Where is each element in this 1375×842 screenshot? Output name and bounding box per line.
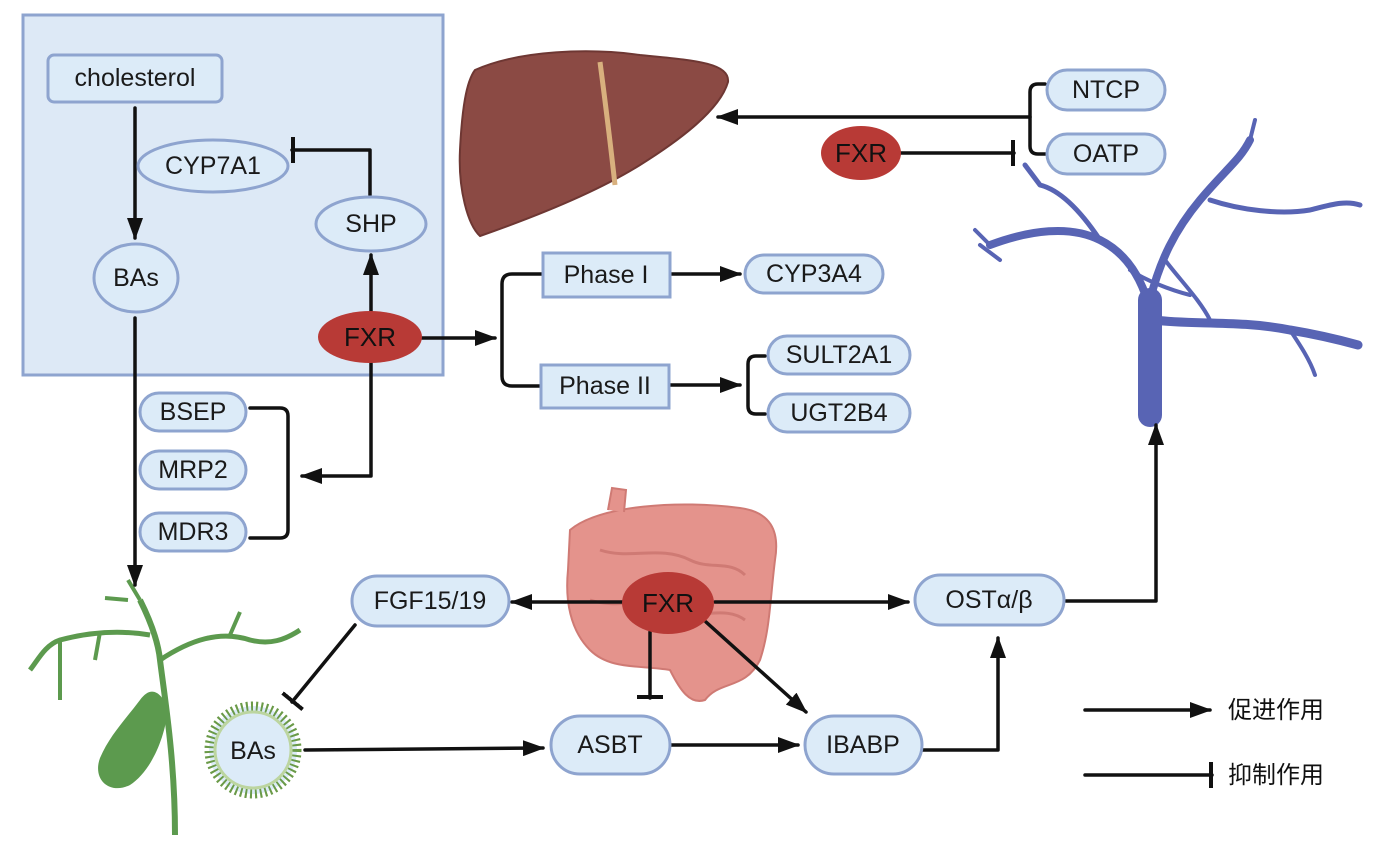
phase1-label: Phase I bbox=[564, 261, 649, 289]
bile-acid-vesicle-ring bbox=[213, 710, 293, 790]
node-phase1: Phase I bbox=[541, 251, 672, 299]
bracket-phase bbox=[500, 272, 544, 388]
arrow-bas-to-asbt bbox=[303, 740, 545, 757]
node-cyp7a1: CYP7A1 bbox=[136, 138, 290, 194]
portal-vein-illustration bbox=[973, 118, 1363, 427]
arrow-fxr-to-transporters bbox=[300, 360, 373, 484]
node-fgf: FGF15/19 bbox=[350, 574, 511, 628]
node-fxr-portal: FXR bbox=[821, 126, 901, 180]
arrow-ibabp-to-ost bbox=[920, 636, 1006, 752]
fxr-liver-label: FXR bbox=[344, 322, 396, 352]
node-oatp: OATP bbox=[1045, 132, 1167, 176]
node-fxr-intestine: FXR bbox=[622, 572, 714, 634]
gallbladder-illustration bbox=[28, 578, 302, 836]
bile-acid-vesicle bbox=[204, 701, 302, 799]
node-sult2a1: SULT2A1 bbox=[766, 334, 912, 376]
node-cholesterol: cholesterol bbox=[46, 53, 224, 104]
phase2-label: Phase II bbox=[559, 372, 651, 400]
node-bas-vesicle: BAs bbox=[230, 737, 276, 765]
oatp-label: OATP bbox=[1073, 140, 1139, 168]
inhibit-shp-cyp7a1 bbox=[290, 137, 372, 197]
inhibit-fgf-bas bbox=[281, 623, 357, 712]
mrp2-label: MRP2 bbox=[158, 456, 227, 484]
cyp7a1-label: CYP7A1 bbox=[165, 152, 261, 180]
node-ugt2b4: UGT2B4 bbox=[766, 392, 912, 434]
bracket-ntcp-oatp bbox=[1028, 82, 1047, 156]
node-phase2: Phase II bbox=[539, 363, 671, 410]
node-ost: OSTα/β bbox=[913, 573, 1066, 627]
sult2a1-label: SULT2A1 bbox=[786, 341, 893, 369]
node-asbt: ASBT bbox=[549, 714, 672, 776]
ntcp-label: NTCP bbox=[1072, 76, 1140, 104]
fgf-label: FGF15/19 bbox=[374, 587, 487, 615]
node-bsep: BSEP bbox=[138, 391, 248, 433]
cyp3a4-label: CYP3A4 bbox=[766, 260, 862, 288]
fxr-portal-label: FXR bbox=[835, 138, 887, 168]
bas-vesicle-label: BAs bbox=[230, 737, 276, 765]
arrow-fxr-to-ibabp bbox=[704, 620, 808, 714]
bracket-sult-ugt bbox=[746, 354, 767, 416]
node-ibabp: IBABP bbox=[803, 714, 924, 776]
bsep-label: BSEP bbox=[160, 398, 227, 426]
shp-label: SHP bbox=[345, 210, 396, 238]
arrow-ost-to-vein bbox=[1064, 423, 1164, 603]
node-fxr-liver: FXR bbox=[318, 311, 422, 363]
liver-illustration bbox=[458, 50, 730, 238]
legend-inhibit-label: 抑制作用 bbox=[1228, 761, 1324, 789]
node-mdr3: MDR3 bbox=[138, 511, 248, 553]
ibabp-label: IBABP bbox=[826, 731, 900, 759]
bas-liver-label: BAs bbox=[113, 264, 159, 292]
legend: 促进作用 抑制作用 bbox=[1083, 696, 1324, 789]
node-shp: SHP bbox=[314, 195, 428, 253]
ost-label: OSTα/β bbox=[945, 586, 1032, 614]
node-ntcp: NTCP bbox=[1045, 68, 1167, 112]
ugt2b4-label: UGT2B4 bbox=[790, 399, 887, 427]
node-mrp2: MRP2 bbox=[138, 449, 248, 491]
node-cyp3a4: CYP3A4 bbox=[743, 253, 885, 295]
cholesterol-label: cholesterol bbox=[75, 64, 196, 92]
asbt-label: ASBT bbox=[577, 731, 642, 759]
fxr-intestine-label: FXR bbox=[642, 588, 694, 618]
bracket-transporters bbox=[248, 406, 290, 540]
mdr3-label: MDR3 bbox=[158, 518, 229, 546]
legend-promote-label: 促进作用 bbox=[1228, 696, 1324, 724]
node-bas-liver: BAs bbox=[92, 242, 180, 314]
